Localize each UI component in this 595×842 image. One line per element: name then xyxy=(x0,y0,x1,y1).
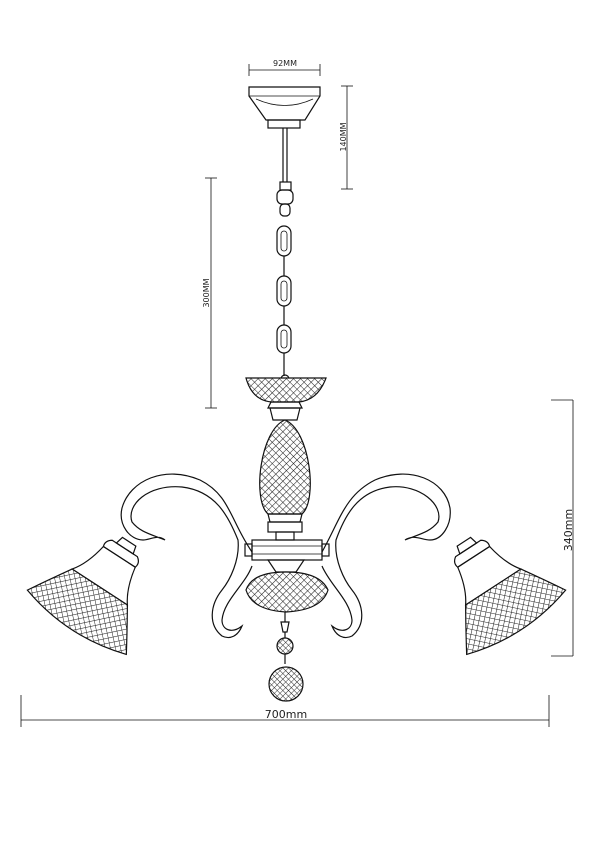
chain-length-label: 300MM xyxy=(202,278,211,307)
body-height-label: 340mm xyxy=(562,509,575,551)
upper-decorative-cup xyxy=(245,377,327,421)
left-arm xyxy=(120,473,253,639)
right-arm xyxy=(321,473,451,639)
dimension-canopy-height: 140MM xyxy=(339,85,353,190)
ceiling-canopy xyxy=(248,86,321,191)
pendant-crystals xyxy=(268,632,304,702)
right-lamp-shade xyxy=(453,536,567,656)
lower-decorative-cup xyxy=(245,571,329,633)
left-lamp-shade xyxy=(26,536,140,656)
dimension-canopy-width: 92MM xyxy=(248,59,321,76)
dimension-overall-width: 700mm xyxy=(20,695,550,727)
canopy-height-label: 140MM xyxy=(339,122,348,151)
canopy-width-label: 92MM xyxy=(273,59,297,68)
hanging-chain xyxy=(276,189,294,384)
arm-hub xyxy=(244,539,330,573)
overall-width-label: 700mm xyxy=(265,708,307,721)
central-lattice-body xyxy=(259,419,311,541)
dimension-body-height: 340mm xyxy=(551,399,575,657)
dimension-chain-length: 300MM xyxy=(202,177,217,409)
